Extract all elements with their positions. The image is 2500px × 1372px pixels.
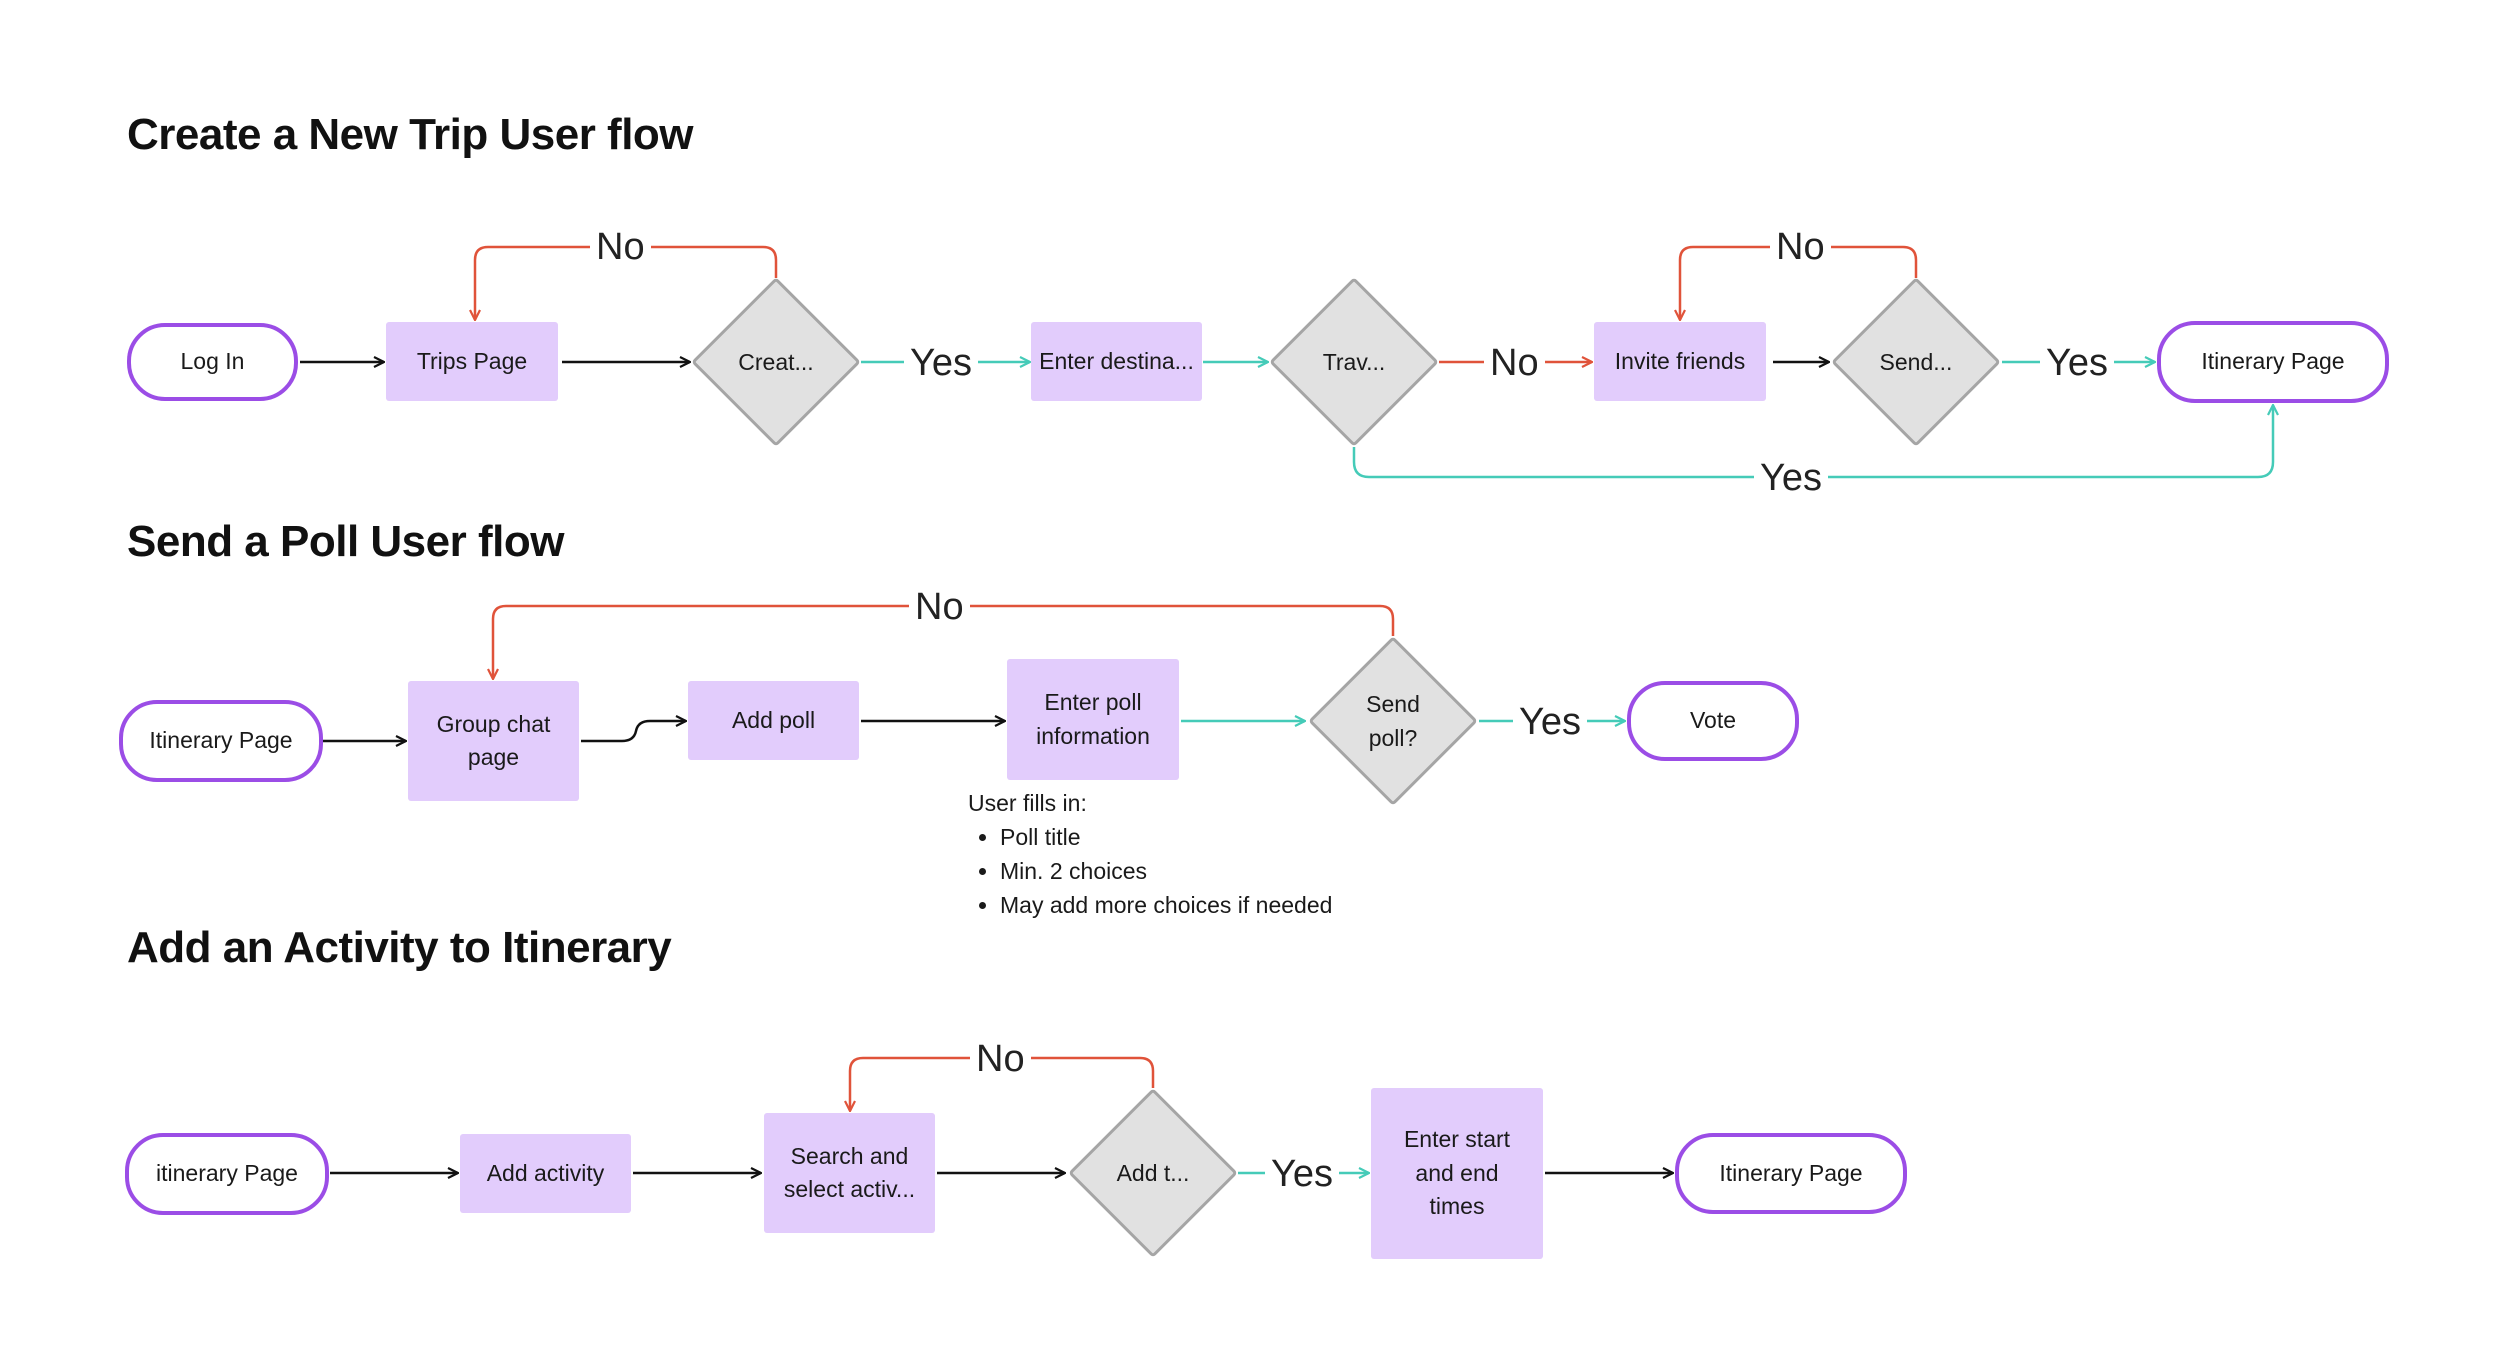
add-to-yes-label: Yes bbox=[1265, 1155, 1339, 1193]
decision-label: Send... bbox=[1879, 348, 1953, 375]
travel-yes-label: Yes bbox=[1754, 459, 1828, 497]
activity-itinerary-end-terminal[interactable]: Itinerary Page bbox=[1675, 1133, 1907, 1214]
note-list: Poll title Min. 2 choices May add more c… bbox=[968, 820, 1332, 922]
activity-flow-title: Add an Activity to Itinerary bbox=[127, 923, 672, 972]
create-no-label: No bbox=[590, 228, 651, 266]
trips-page-step[interactable]: Trips Page bbox=[386, 322, 558, 401]
add-to-itinerary-decision[interactable]: Add t... bbox=[1068, 1088, 1238, 1258]
decision-label: Creat... bbox=[738, 348, 814, 375]
note-item: Min. 2 choices bbox=[1000, 854, 1332, 888]
activity-itinerary-terminal[interactable]: itinerary Page bbox=[125, 1133, 329, 1215]
decision-label: Add t... bbox=[1116, 1159, 1190, 1186]
poll-info-note: User fills in: Poll title Min. 2 choices… bbox=[968, 786, 1332, 922]
note-heading: User fills in: bbox=[968, 790, 1087, 816]
group-chat-step[interactable]: Group chat page bbox=[408, 681, 579, 801]
note-item: May add more choices if needed bbox=[1000, 888, 1332, 922]
enter-destination-step[interactable]: Enter destina... bbox=[1031, 322, 1202, 401]
add-poll-step[interactable]: Add poll bbox=[688, 681, 859, 760]
note-item: Poll title bbox=[1000, 820, 1332, 854]
send-poll-decision[interactable]: Send poll? bbox=[1308, 636, 1478, 806]
send-invite-decision[interactable]: Send... bbox=[1831, 277, 2001, 447]
log-in-terminal[interactable]: Log In bbox=[127, 323, 298, 401]
decision-label: Send poll? bbox=[1366, 690, 1420, 752]
send-no-label: No bbox=[1770, 228, 1831, 266]
poll-flow-title: Send a Poll User flow bbox=[127, 517, 564, 566]
send-poll-yes-label: Yes bbox=[1513, 703, 1587, 741]
search-select-activity-step[interactable]: Search and select activ... bbox=[764, 1113, 935, 1233]
send-poll-no-label: No bbox=[909, 588, 970, 626]
invite-friends-step[interactable]: Invite friends bbox=[1594, 322, 1766, 401]
travel-decision[interactable]: Trav... bbox=[1269, 277, 1439, 447]
create-yes-label: Yes bbox=[904, 344, 978, 382]
add-activity-step[interactable]: Add activity bbox=[460, 1134, 631, 1213]
create-trip-decision[interactable]: Creat... bbox=[691, 277, 861, 447]
add-to-no-label: No bbox=[970, 1040, 1031, 1078]
poll-itinerary-terminal[interactable]: Itinerary Page bbox=[119, 700, 323, 782]
enter-times-step[interactable]: Enter start and end times bbox=[1371, 1088, 1543, 1259]
itinerary-page-terminal[interactable]: Itinerary Page bbox=[2157, 321, 2389, 403]
enter-poll-info-step[interactable]: Enter poll information bbox=[1007, 659, 1179, 780]
trip-flow-title: Create a New Trip User flow bbox=[127, 110, 694, 159]
decision-label: Trav... bbox=[1322, 348, 1386, 375]
send-yes-label: Yes bbox=[2040, 344, 2114, 382]
arrow-groupchat-to-addpoll bbox=[581, 721, 686, 743]
travel-no-label: No bbox=[1484, 344, 1545, 382]
vote-terminal[interactable]: Vote bbox=[1627, 681, 1799, 761]
